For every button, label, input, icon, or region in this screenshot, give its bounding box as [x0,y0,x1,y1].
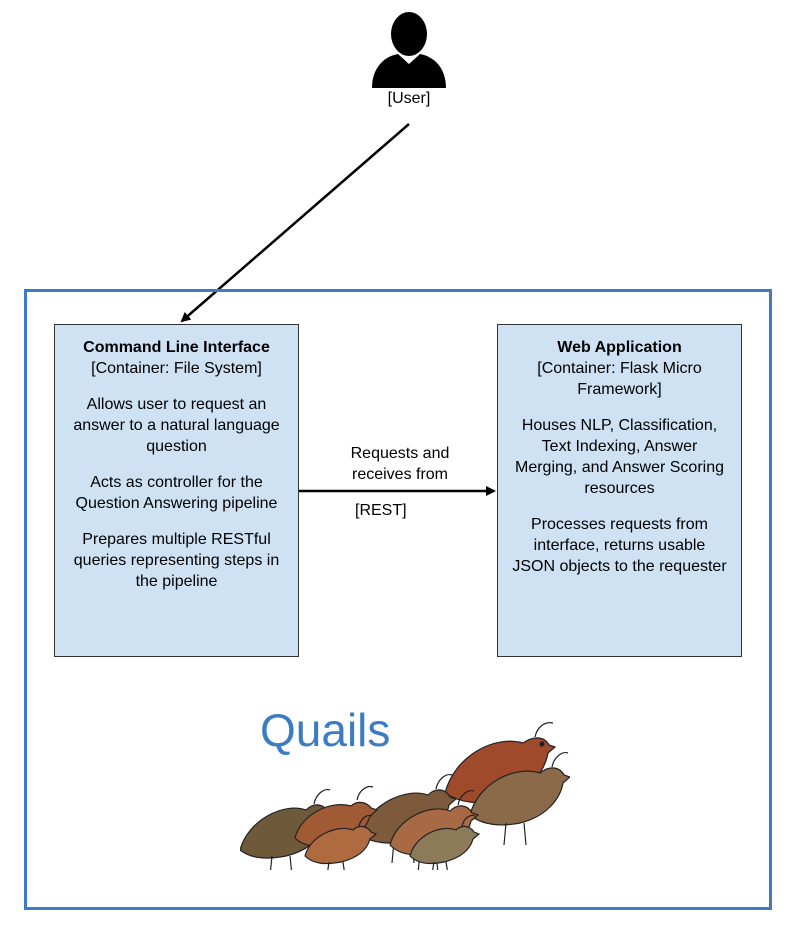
system-name: Quails [260,704,391,756]
web-app-container: Web Application [Container: Flask Micro … [497,324,742,657]
person-silhouette-icon [372,12,446,88]
cli-description-1: Allows user to request an answer to a na… [73,396,280,455]
user-label: [User] [387,90,431,107]
cli-type: [Container: File System] [91,360,262,377]
cli-description-2: Acts as controller for the Question Answ… [75,474,278,512]
cli-title: Command Line Interface [83,339,270,356]
user-actor [368,8,450,88]
web-type: [Container: Flask Micro Framework] [537,360,702,398]
relationship-label-line-1: Requests and [350,445,450,462]
quail-small [409,814,481,870]
web-title: Web Application [557,339,682,356]
relationship-label-line-2: receives from [351,466,449,483]
web-description-2: Processes requests from interface, retur… [512,516,727,575]
quails-illustration [240,722,570,870]
quail-left-3 [304,814,378,870]
quail-right [469,752,570,846]
relationship-label: Requests and receives from [320,443,480,485]
cli-description-3: Prepares multiple RESTful queries repres… [73,531,280,590]
cli-container: Command Line Interface [Container: File … [54,324,299,657]
system-boundary [24,289,772,910]
web-description-1: Houses NLP, Classification, Text Indexin… [515,417,724,497]
relationship-technology: [REST] [355,502,407,519]
